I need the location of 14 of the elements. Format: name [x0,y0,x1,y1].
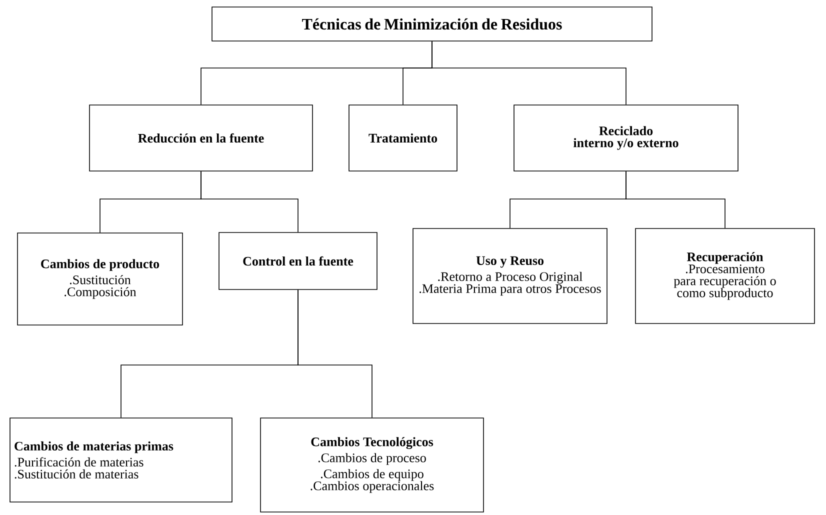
category-box: Reciclado interno y/o externo [514,104,738,172]
category-box: Tratamiento [348,104,458,172]
connector-line [626,171,726,228]
connector-line [432,41,626,105]
connector-line [200,171,298,232]
technique-box: Recuperación .Procesamiento para recuperación o como subproducto [635,228,815,324]
category-box: Reducción en la fuente [89,104,313,172]
technique-box: Cambios Tecnológicos .Cambios de proceso .Cambios de equipo .Cambios operacionales [260,418,484,512]
technique-box: Cambios de materias primas .Purificación de materias .Sustitución de materias [10,418,232,502]
technique-box: Control en la fuente [218,232,378,290]
technique-box: Uso y Reuso .Retorno a Proceso Original .Materia Prima para otros Procesos [412,228,608,324]
technique-box: Cambios de producto .Sustitución .Composición [17,232,183,326]
connector-line [298,290,372,418]
title-box: Técnicas de Minimización de Residuos [212,6,652,42]
